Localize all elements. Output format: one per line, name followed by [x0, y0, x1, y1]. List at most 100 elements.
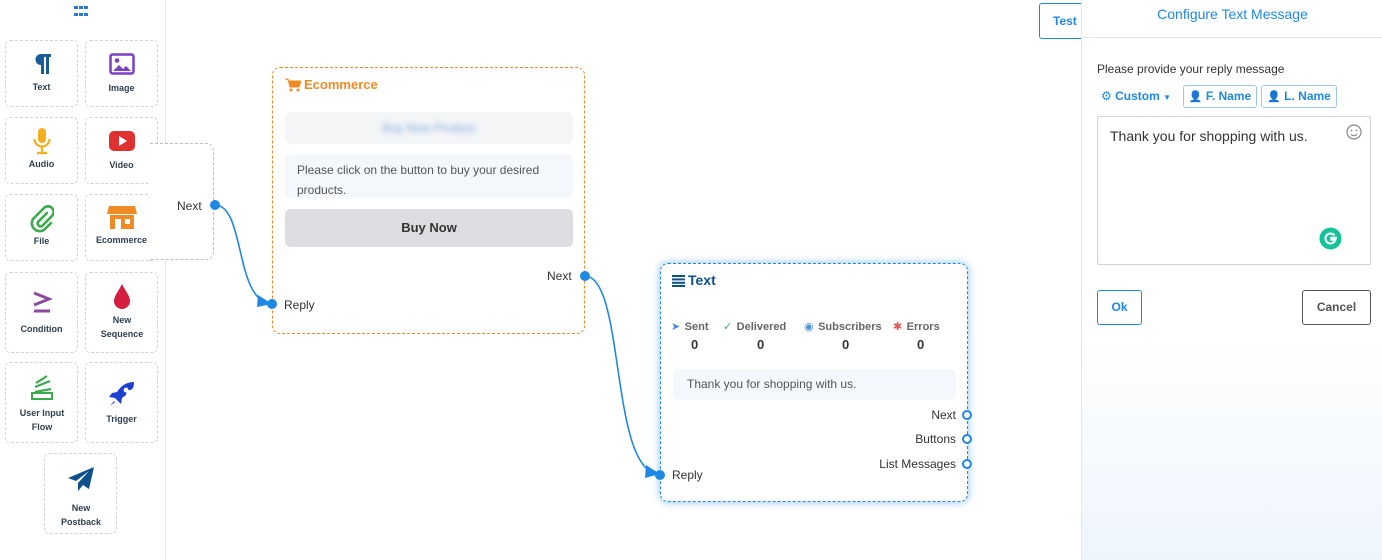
next-port-label: Next	[547, 269, 572, 283]
palette-item-label: File	[33, 236, 50, 246]
message-textarea-value: Thank you for shopping with us.	[1110, 128, 1308, 144]
palette-item-trigger[interactable]: Trigger	[85, 362, 158, 443]
reply-port-dot[interactable]	[655, 470, 665, 480]
palette-item-label: Condition	[20, 324, 63, 334]
stats-row: ➤ Sent 0 ✓ Delivered 0 ◉ Subscribers 0 ✱…	[661, 317, 969, 357]
user-icon: 👤	[1188, 91, 1203, 103]
emoji-icon[interactable]	[1346, 124, 1362, 140]
message-textarea[interactable]: Thank you for shopping with us.	[1097, 116, 1371, 265]
buttons-port-ring[interactable]	[962, 434, 972, 444]
custom-dropdown[interactable]: ⚙ Custom ▼	[1101, 87, 1171, 107]
partial-node[interactable]: Next	[150, 143, 214, 260]
cancel-button[interactable]: Cancel	[1302, 290, 1371, 325]
palette-item-label: Trigger	[106, 414, 137, 424]
list-messages-port-label: List Messages	[879, 457, 956, 471]
last-name-button[interactable]: 👤 L. Name	[1261, 85, 1337, 108]
stat-value: 0	[757, 337, 765, 352]
palette-item-video[interactable]: Video	[85, 117, 158, 184]
blurred-text: Buy Now Product	[382, 121, 476, 135]
component-palette: Text Image Audio Video	[0, 0, 166, 560]
image-icon	[108, 53, 135, 75]
next-port-dot[interactable]	[580, 271, 590, 281]
stat-value: 0	[917, 337, 925, 352]
next-port-dot[interactable]	[210, 200, 220, 210]
store-icon	[106, 206, 137, 229]
custom-label: Custom	[1115, 89, 1160, 103]
gears-icon: ⚙	[1101, 89, 1112, 103]
palette-item-label: Ecommerce	[95, 235, 148, 245]
panel-header: Configure Text Message	[1082, 0, 1382, 38]
reply-prompt-label: Please provide your reply message	[1097, 62, 1285, 76]
last-name-label: L. Name	[1284, 89, 1331, 103]
stat-value: 0	[842, 337, 850, 352]
buy-now-button[interactable]: Buy Now	[285, 209, 573, 247]
first-name-label: F. Name	[1205, 89, 1252, 103]
message-text: Please click on the button to buy your d…	[297, 163, 540, 197]
reply-port-label: Reply	[672, 468, 703, 482]
first-name-button[interactable]: 👤 F. Name	[1183, 85, 1257, 108]
paper-plane-icon	[67, 467, 94, 491]
palette-item-ecommerce[interactable]: Ecommerce	[85, 194, 158, 261]
reply-port-dot[interactable]	[267, 299, 277, 309]
next-port-ring[interactable]	[962, 410, 972, 420]
user-icon: 👤	[1267, 91, 1281, 103]
node-title: Ecommerce	[304, 77, 378, 92]
stat-label: Delivered	[736, 321, 787, 333]
stat-label: Errors	[906, 321, 940, 333]
panel-title: Configure Text Message	[1157, 6, 1308, 22]
message-text: Thank you for shopping with us.	[687, 377, 857, 391]
next-port-label: Next	[931, 408, 956, 422]
youtube-icon	[108, 131, 135, 151]
stat-label: Sent	[684, 321, 709, 333]
message-bubble: Thank you for shopping with us.	[673, 369, 956, 400]
user-circle-icon: ◉	[804, 321, 814, 333]
test-button-label: Test	[1053, 14, 1077, 28]
microphone-icon	[32, 128, 51, 155]
stat-errors: ✱ Errors 0	[893, 317, 963, 352]
palette-item-image[interactable]: Image	[85, 40, 158, 107]
palette-item-label: Video	[109, 160, 134, 170]
palette-item-new-sequence[interactable]: New Sequence	[85, 272, 158, 353]
next-port-label: Next	[177, 199, 202, 213]
product-title-blurred: Buy Now Product	[285, 112, 573, 144]
text-node[interactable]: Text ➤ Sent 0 ✓ Delivered 0 ◉ Subscriber…	[660, 263, 968, 502]
grammarly-icon[interactable]	[1319, 227, 1342, 250]
palette-item-text[interactable]: Text	[5, 40, 78, 107]
send-icon: ➤	[671, 321, 681, 333]
paragraph-icon	[35, 54, 51, 74]
palette-item-label: User Input Flow	[19, 408, 65, 432]
droplet-icon	[113, 284, 130, 309]
stat-subscribers: ◉ Subscribers 0	[804, 317, 884, 352]
palette-item-label: New Sequence	[100, 315, 144, 339]
buy-now-label: Buy Now	[401, 220, 457, 235]
paperclip-icon	[30, 205, 54, 233]
rocket-icon	[108, 382, 134, 406]
palette-item-label: Image	[108, 83, 135, 93]
stat-label: Subscribers	[818, 321, 882, 333]
message-bubble: Please click on the button to buy your d…	[285, 154, 573, 198]
palette-item-label: Text	[32, 82, 51, 92]
bug-icon: ✱	[893, 321, 903, 333]
greater-equal-icon	[32, 291, 53, 313]
ecommerce-node[interactable]: Ecommerce Buy Now Product Please click o…	[272, 67, 585, 334]
palette-item-new-postback[interactable]: New Postback	[44, 453, 117, 534]
palette-item-file[interactable]: File	[5, 194, 78, 261]
configure-panel: Configure Text Message Please provide yo…	[1081, 0, 1382, 560]
check-circle-icon: ✓	[723, 321, 733, 333]
ok-button-label: Ok	[1111, 300, 1128, 314]
palette-item-audio[interactable]: Audio	[5, 117, 78, 184]
stat-delivered: ✓ Delivered 0	[723, 317, 803, 352]
palette-item-user-input-flow[interactable]: User Input Flow	[5, 362, 78, 443]
palette-item-label: New Postback	[60, 503, 102, 527]
list-messages-port-ring[interactable]	[962, 459, 972, 469]
stack-icon	[30, 375, 53, 400]
buttons-port-label: Buttons	[915, 432, 956, 446]
grid-menu-icon[interactable]	[74, 6, 88, 18]
node-title: Text	[688, 272, 716, 288]
cart-icon	[285, 78, 301, 92]
cancel-button-label: Cancel	[1316, 300, 1357, 314]
palette-item-label: Audio	[28, 159, 55, 169]
stat-value: 0	[691, 337, 699, 352]
ok-button[interactable]: Ok	[1097, 290, 1142, 325]
palette-item-condition[interactable]: Condition	[5, 272, 78, 353]
